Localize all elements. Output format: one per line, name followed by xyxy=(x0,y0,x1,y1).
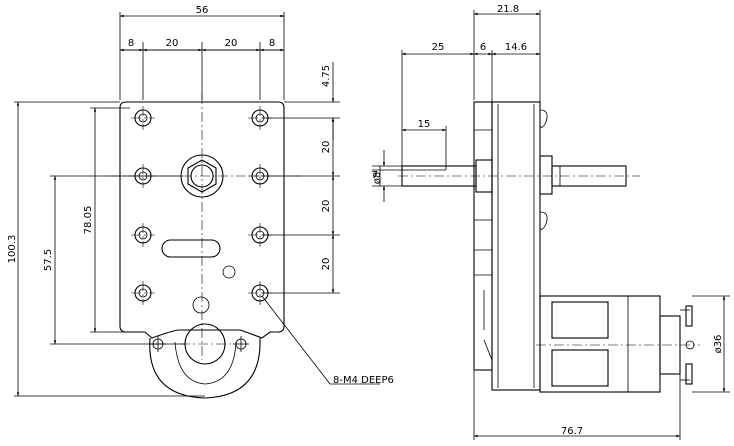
dim-row-pitch-2: 20 xyxy=(321,200,332,213)
mounting-holes xyxy=(131,106,272,305)
dim-spacing-4: 8 xyxy=(269,38,275,49)
dim-top-margin: 4.75 xyxy=(321,65,332,87)
hole-note: 8-M4 DEEP6 xyxy=(333,375,394,386)
slot-opening xyxy=(161,239,221,258)
dim-front-length: 21.8 xyxy=(497,4,519,15)
gearbox-housing xyxy=(473,101,493,371)
small-hole-a xyxy=(222,265,236,279)
dim-spacing-3: 20 xyxy=(225,38,238,49)
dim-shaft-flat-7: 7 xyxy=(372,170,378,181)
front-plate-outline xyxy=(119,101,285,339)
dim-shaft-dia-8: ø8 xyxy=(372,172,383,184)
motor-body xyxy=(539,295,661,393)
dim-spacing-2: 20 xyxy=(166,38,179,49)
rear-shaft-housing xyxy=(539,155,553,195)
dim-height-holes: 78.05 xyxy=(83,206,94,235)
shaft-diameter-dims: ø8 7 xyxy=(372,150,402,202)
dim-total-length: 76.7 xyxy=(561,426,583,437)
mounting-hole xyxy=(131,223,155,247)
dim-height-shaft: 57.5 xyxy=(43,249,54,271)
dim-width-total: 56 xyxy=(196,5,209,16)
gearbox-bottom-inner xyxy=(174,341,237,385)
rear-shaft xyxy=(551,165,627,187)
mounting-hole xyxy=(131,281,155,305)
dim-spacing-1: 8 xyxy=(128,38,134,49)
dim-shaft-length: 25 xyxy=(432,42,445,53)
motor-terminal-top xyxy=(685,305,693,327)
mounting-hole xyxy=(131,106,155,130)
gearbox-cover-plate xyxy=(491,101,541,391)
motor-window-top xyxy=(551,301,609,339)
dim-motor-diameter: ø36 xyxy=(713,335,724,354)
dim-row-pitch-3: 20 xyxy=(321,258,332,271)
dim-row-pitch-1: 20 xyxy=(321,141,332,154)
small-hole-b xyxy=(192,296,210,314)
motor-terminal-bottom xyxy=(685,363,693,385)
dim-height-total: 100.3 xyxy=(7,235,18,264)
front-view: 56 8 20 20 8 4.75 20 20 20 100.3 xyxy=(7,5,394,399)
dim-collar-length: 6 xyxy=(480,42,486,53)
gearbox-bottom-outline xyxy=(149,337,261,399)
dim-flat-length: 15 xyxy=(418,119,431,130)
dim-plate-length: 14.6 xyxy=(505,42,527,53)
side-view: 21.8 25 6 14.6 15 xyxy=(398,4,730,440)
motor-window-bottom xyxy=(551,349,609,387)
